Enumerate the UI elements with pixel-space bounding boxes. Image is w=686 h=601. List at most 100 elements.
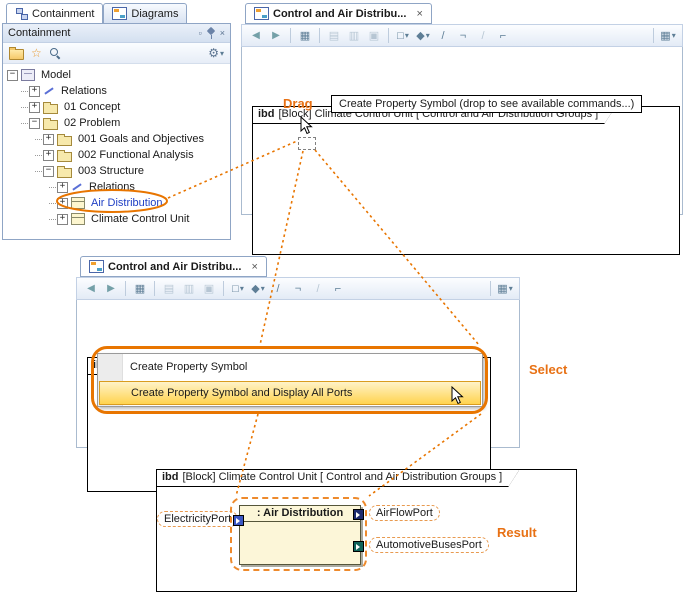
tab-control-and-air-distribution[interactable]: Control and Air Distribu... × <box>80 256 267 277</box>
common-shapes-icon[interactable]: □▾ <box>394 27 412 45</box>
paste-icon[interactable]: ▥ <box>183 282 195 295</box>
dependency-tool-icon[interactable]: / <box>481 29 485 42</box>
expand-toggle[interactable]: + <box>29 101 40 113</box>
tree-guide <box>49 218 56 220</box>
electricity-port[interactable] <box>233 515 244 526</box>
chevron-down-icon: ▾ <box>239 283 244 293</box>
forward-icon[interactable]: ▶ <box>272 29 280 41</box>
tree-guide <box>21 90 28 92</box>
menu-item-create-property-symbol-all-ports[interactable]: Create Property Symbol and Display All P… <box>99 381 481 405</box>
back-icon[interactable]: ◀ <box>252 29 260 41</box>
line-tool-icon[interactable]: / <box>276 282 280 295</box>
expand-toggle[interactable]: + <box>43 149 54 161</box>
path-tool-icon[interactable]: ¬ <box>294 282 302 295</box>
block-icon <box>71 197 85 209</box>
line-tool-icon[interactable]: / <box>441 29 445 42</box>
select-annotation: Select <box>529 362 568 377</box>
package-icon <box>57 165 72 178</box>
containment-tree: − Model + Relations + 01 Concept <box>3 64 230 239</box>
toolbar-separator <box>319 28 320 43</box>
result-annotation: Result <box>497 525 537 540</box>
expand-toggle[interactable]: + <box>57 197 68 209</box>
expand-toggle[interactable]: + <box>43 133 54 145</box>
tree-item-model[interactable]: − Model <box>3 67 230 83</box>
tab-label: Diagrams <box>131 7 179 20</box>
grid-options-icon[interactable]: ▦▾ <box>496 280 514 298</box>
air-distribution-part-symbol[interactable]: : Air Distribution <box>239 505 361 565</box>
menu-item-create-property-symbol[interactable]: Create Property Symbol <box>98 354 482 380</box>
tab-diagrams[interactable]: Diagrams <box>103 3 188 24</box>
diagram-icon <box>89 260 104 273</box>
tree-item-structure-relations[interactable]: + Relations <box>3 179 230 195</box>
diagram-toolbar: ◀ ▶ ▦ ▤ ▥ ▣ □▾ ◆▾ / ¬ / ⌐ ▦▾ <box>76 277 520 300</box>
mouse-cursor-icon <box>300 115 313 138</box>
panel-title: Containment <box>8 27 71 39</box>
tree-item-02-problem[interactable]: − 02 Problem <box>3 115 230 131</box>
common-shapes-icon[interactable]: □▾ <box>229 280 247 298</box>
containment-tree-icon[interactable]: ▦ <box>299 29 311 42</box>
copy-icon[interactable]: ▤ <box>328 29 340 42</box>
tree-item-001-goals[interactable]: + 001 Goals and Objectives <box>3 131 230 147</box>
favorites-star-icon[interactable]: ☆ <box>31 46 42 60</box>
toolbar-separator <box>490 281 491 296</box>
tree-item-air-distribution[interactable]: + Air Distribution <box>3 195 230 211</box>
dependency-tool-icon[interactable]: / <box>316 282 320 295</box>
tree-item-002-functional[interactable]: + 002 Functional Analysis <box>3 147 230 163</box>
paste-icon[interactable]: ▥ <box>348 29 360 42</box>
menu-item-label: Create Property Symbol <box>130 361 248 373</box>
back-icon[interactable]: ◀ <box>87 282 95 294</box>
automotive-buses-port[interactable] <box>353 541 364 552</box>
tab-control-and-air-distribution[interactable]: Control and Air Distribu... × <box>245 3 432 24</box>
copy-icon[interactable]: ▤ <box>163 282 175 295</box>
path-tool-icon[interactable]: ¬ <box>459 29 467 42</box>
tree-guide <box>49 186 56 188</box>
panel-settings[interactable]: ⚙ ▾ <box>208 46 224 60</box>
tab-containment[interactable]: Containment <box>6 3 104 24</box>
minimize-icon[interactable]: ▫ <box>198 28 202 38</box>
expand-toggle[interactable]: − <box>7 69 18 81</box>
tree-item-climate-control-unit[interactable]: + Climate Control Unit <box>3 211 230 227</box>
anchor-tool-icon[interactable]: ⌐ <box>334 282 342 295</box>
package-icon <box>57 149 72 162</box>
expand-toggle[interactable]: − <box>29 117 40 129</box>
tree-item-label: Relations <box>89 181 135 193</box>
anchor-tool-icon[interactable]: ⌐ <box>499 29 507 42</box>
tab-label: Control and Air Distribu... <box>273 7 407 20</box>
containment-panel-body: Containment ▫ × ☆ ⚙ ▾ − <box>2 23 231 240</box>
ports-tool-icon[interactable]: ◆▾ <box>414 27 432 45</box>
menu-item-label: Create Property Symbol and Display All P… <box>131 387 353 399</box>
expand-toggle[interactable]: + <box>57 181 68 193</box>
pin-icon[interactable] <box>206 27 216 40</box>
tree-item-relations[interactable]: + Relations <box>3 83 230 99</box>
toolbar-separator <box>653 28 654 43</box>
diagram-window-middle: Control and Air Distribu... × ◀ ▶ ▦ ▤ ▥ … <box>76 256 520 492</box>
open-diagram-folder-icon[interactable] <box>9 46 24 60</box>
expand-toggle[interactable]: + <box>57 213 68 225</box>
grid-options-icon[interactable]: ▦▾ <box>659 27 677 45</box>
expand-toggle[interactable]: − <box>43 165 54 177</box>
forward-icon[interactable]: ▶ <box>107 282 115 294</box>
toolbar-separator <box>388 28 389 43</box>
chevron-down-icon: ▾ <box>260 283 265 293</box>
close-tab-icon[interactable]: × <box>416 7 423 20</box>
ports-tool-icon[interactable]: ◆▾ <box>249 280 267 298</box>
airflow-port[interactable] <box>353 509 364 520</box>
close-icon[interactable]: × <box>219 28 225 38</box>
expand-toggle[interactable]: + <box>29 85 40 97</box>
tab-label: Control and Air Distribu... <box>108 260 242 273</box>
tree-item-label: Air Distribution <box>91 197 163 209</box>
tree-item-label: Relations <box>61 85 107 97</box>
tab-label: Containment <box>32 7 95 20</box>
tree-item-01-concept[interactable]: + 01 Concept <box>3 99 230 115</box>
mouse-cursor-icon <box>451 385 464 408</box>
close-tab-icon[interactable]: × <box>251 260 258 273</box>
search-icon[interactable] <box>49 47 61 59</box>
cut-icon[interactable]: ▣ <box>368 29 380 42</box>
relations-icon <box>43 86 55 96</box>
diagram-tab-bar: Control and Air Distribu... × <box>76 256 520 277</box>
panel-header-icons: ▫ × <box>199 27 225 40</box>
tree-item-003-structure[interactable]: − 003 Structure <box>3 163 230 179</box>
cut-icon[interactable]: ▣ <box>203 282 215 295</box>
containment-tree-icon[interactable]: ▦ <box>134 282 146 295</box>
chevron-down-icon: ▾ <box>425 30 430 40</box>
